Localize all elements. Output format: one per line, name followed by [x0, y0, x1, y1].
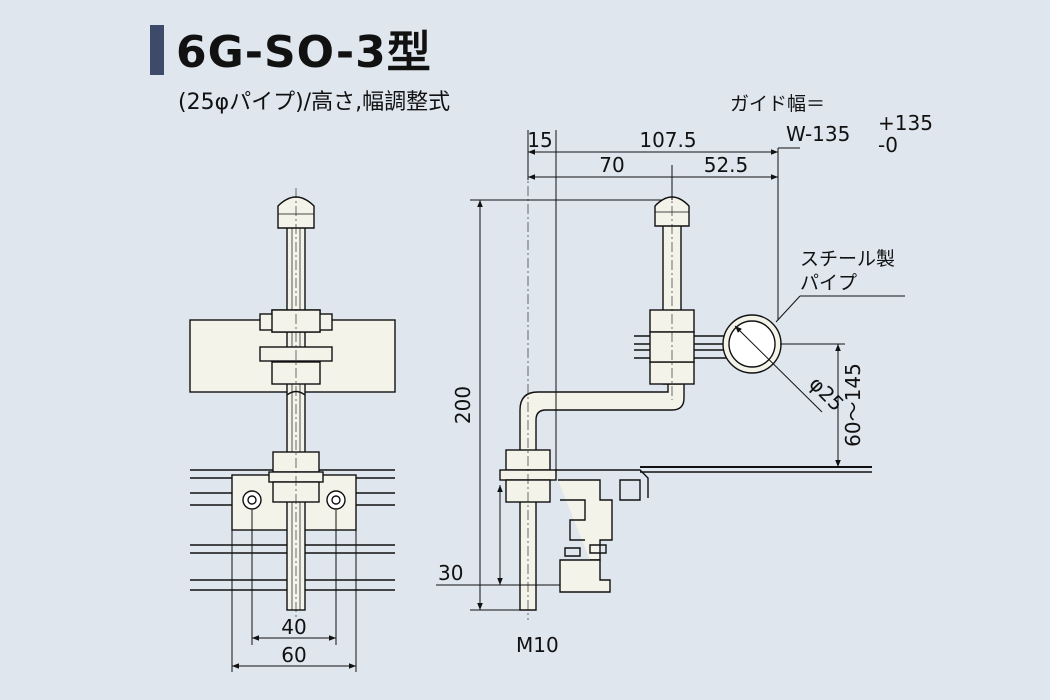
guide-width-formula: W-135	[786, 122, 850, 146]
dim-60-145: 60～145	[841, 363, 865, 447]
front-view-dims	[231, 510, 357, 672]
dim-60: 60	[281, 643, 306, 667]
bolt-size: M10	[516, 633, 559, 657]
dim-70: 70	[599, 153, 624, 177]
dim-107-5: 107.5	[639, 128, 696, 152]
rail-profile	[619, 479, 641, 501]
tolerance-minus: -0	[878, 133, 898, 157]
page-title: 6G-SO-3型	[176, 27, 432, 78]
rail-profile	[555, 469, 649, 498]
rail-profile	[560, 499, 586, 541]
bolt-hole-inner	[331, 495, 341, 505]
title-accent-bar	[150, 25, 164, 75]
steel-pipe	[728, 320, 776, 368]
tolerance-plus: +135	[878, 111, 933, 135]
dim-15: 15	[527, 128, 552, 152]
bolt-hole-inner	[247, 495, 257, 505]
front-view	[189, 188, 396, 620]
dim-200: 200	[451, 386, 475, 424]
guide-width-label: ガイド幅＝	[730, 93, 825, 115]
bolt-hole	[326, 490, 346, 510]
bolt-hole	[242, 490, 262, 510]
dim-30: 30	[438, 561, 463, 585]
steel-pipe-note-line2: パイプ	[800, 272, 857, 294]
dim-40: 40	[281, 615, 306, 639]
page-subtitle: (25φパイプ)/高さ,幅調整式	[178, 90, 451, 115]
steel-pipe-note-line1: スチール製	[800, 248, 895, 270]
dim-52-5: 52.5	[704, 153, 749, 177]
side-view-dims	[436, 130, 905, 611]
rail-profile	[559, 559, 611, 593]
l-bolt	[519, 379, 685, 611]
